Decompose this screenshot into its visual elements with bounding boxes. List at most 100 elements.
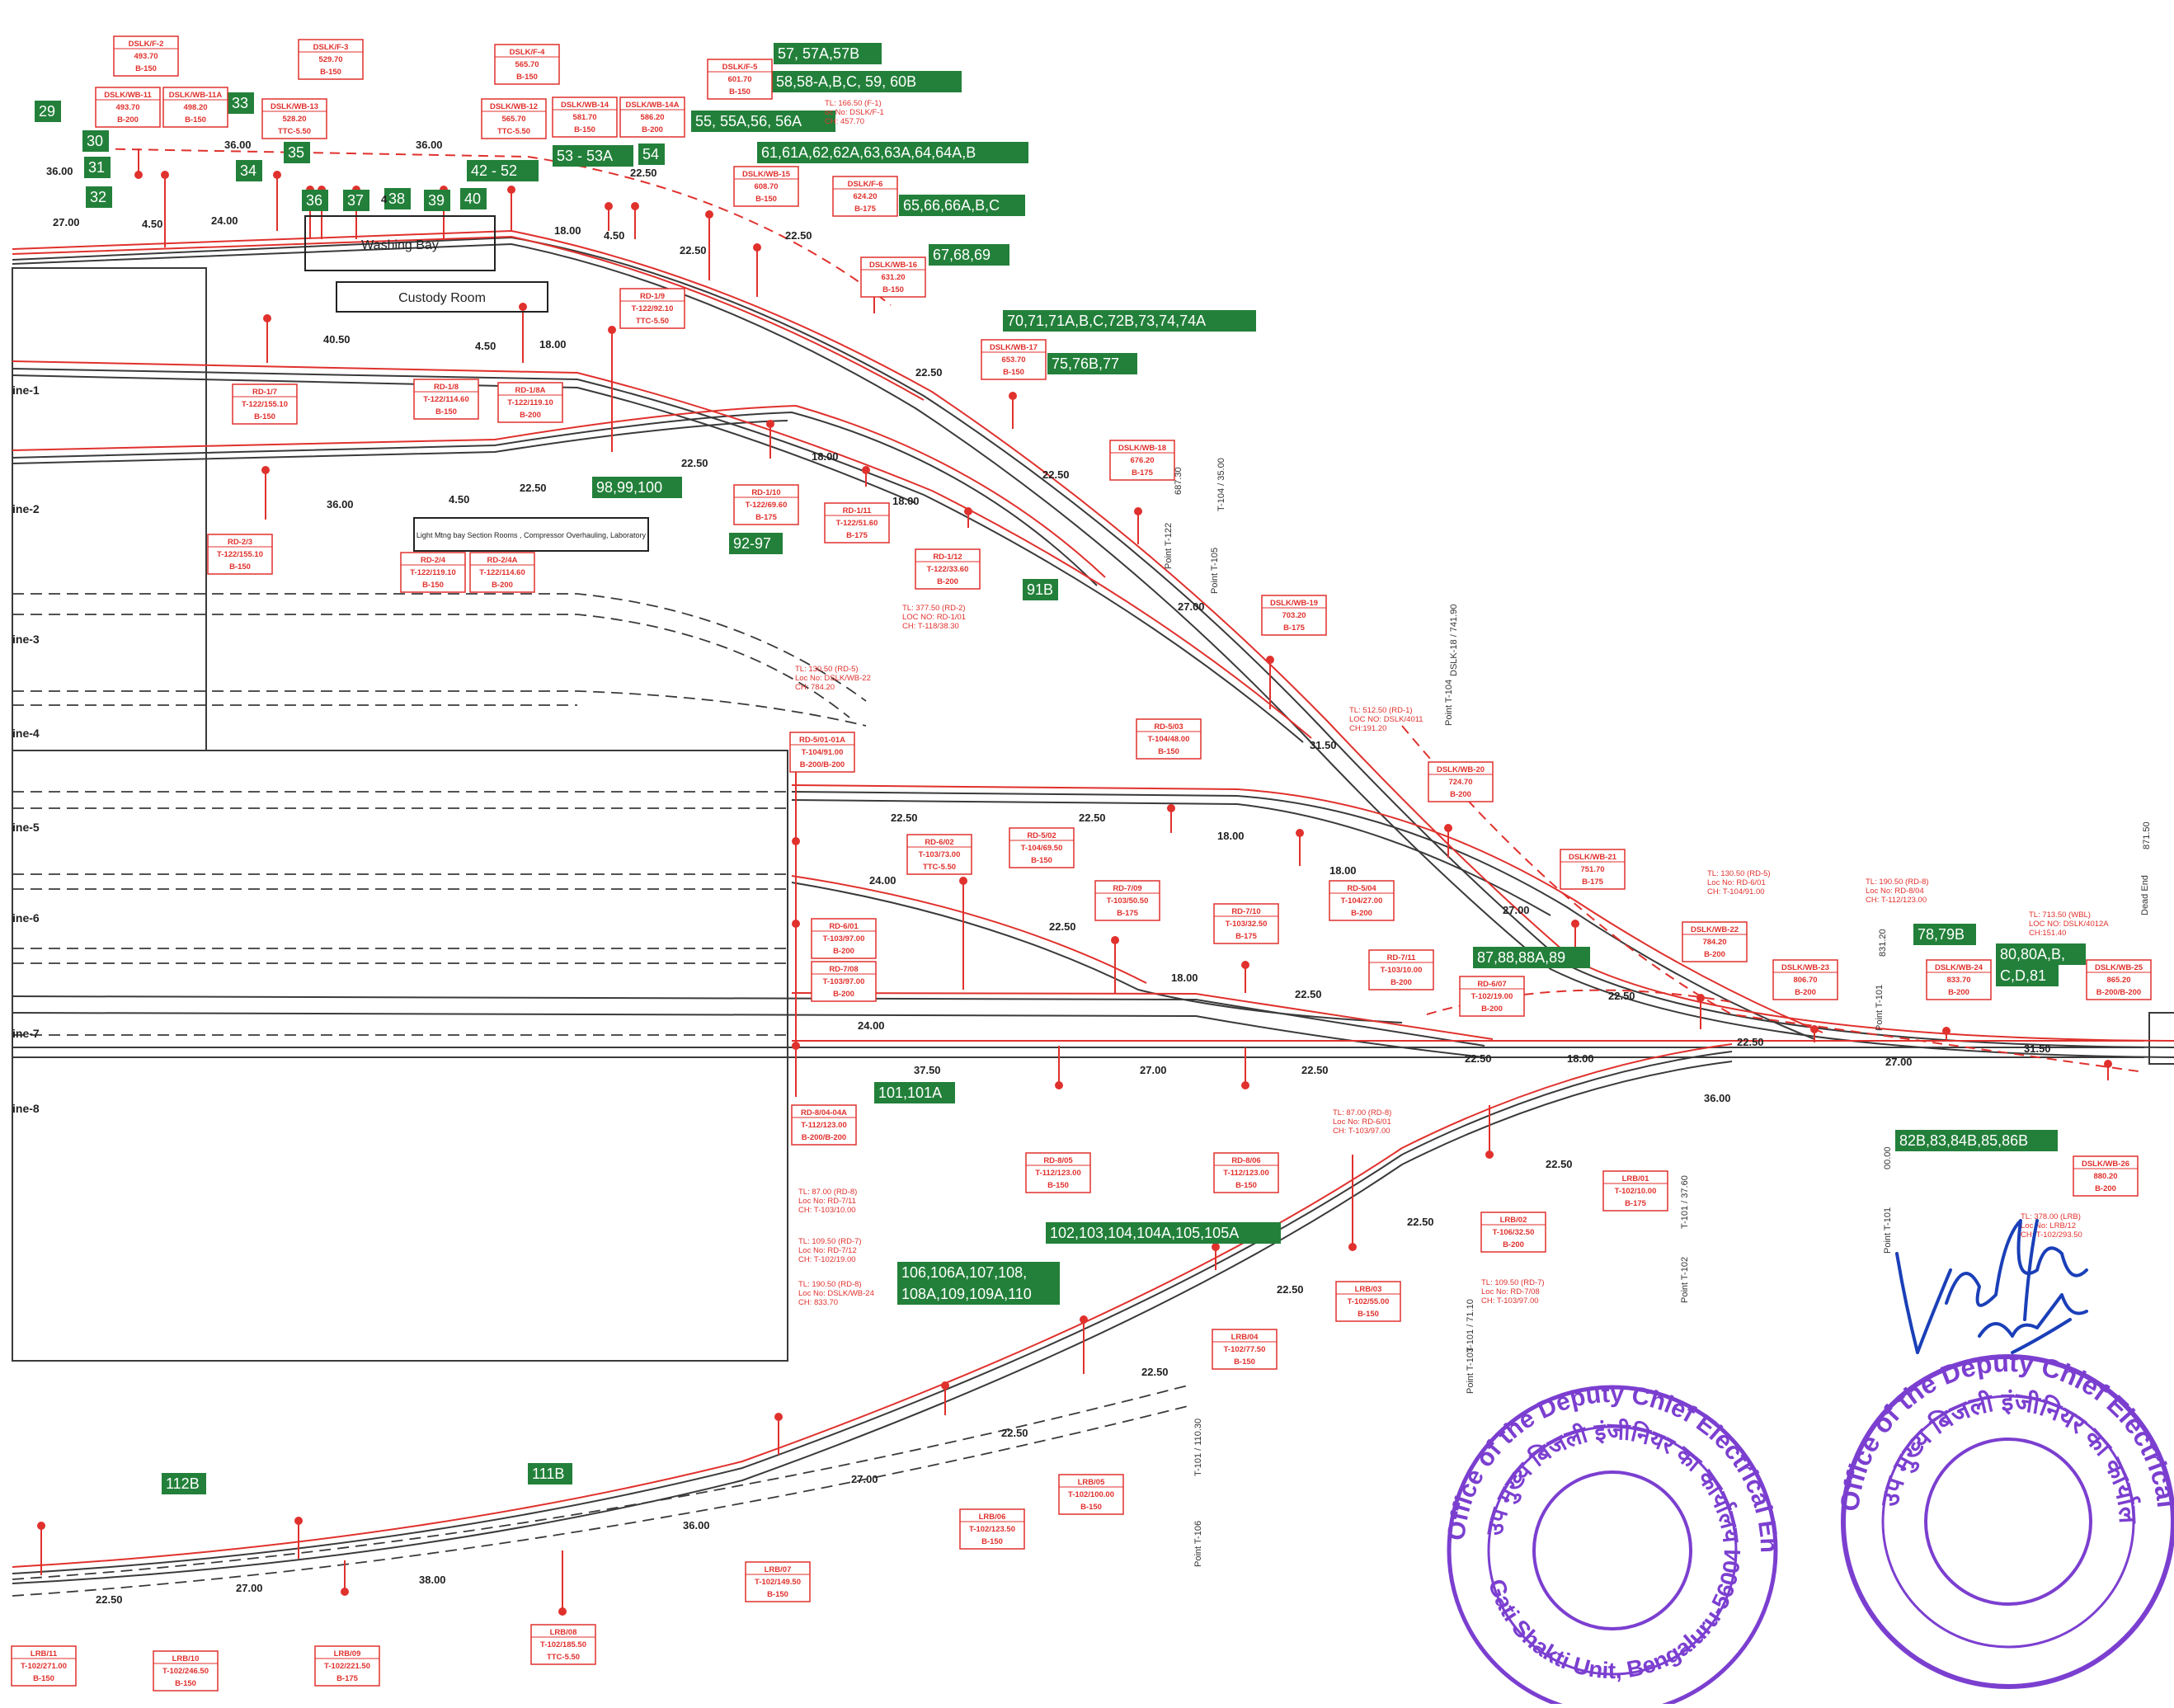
equipment-box-frame (789, 732, 855, 773)
equipment-box-frame (1772, 959, 1838, 1000)
span-length: 4.50 (604, 229, 624, 242)
equipment-box-line: DSLK/WB-26 (2082, 1160, 2129, 1169)
equipment-box-line: DSLK/F-2 (129, 40, 164, 49)
ohe-mast-head (161, 171, 169, 179)
mast-group-label-bg (691, 111, 835, 132)
custody-room-box (336, 281, 548, 313)
equipment-box-frame (1459, 976, 1525, 1017)
ohe-line-7 (791, 992, 1494, 1040)
span-length: 18.00 (1567, 1052, 1594, 1065)
ohe-mast-head (1241, 1081, 1249, 1089)
equipment-box-line: T-104/27.00 (1341, 896, 1383, 906)
ohe-mast (862, 466, 870, 487)
mast-group-label-bg (1895, 1130, 2058, 1151)
equipment-box-line: RD-6/02 (925, 838, 953, 847)
dashed-lower-a (12, 1385, 1188, 1580)
equipment-box-line: RD-1/12 (933, 553, 962, 562)
chainage-mark: DSLK-18 / 741.90 (1449, 605, 1459, 676)
equipment-box-frame (733, 166, 799, 207)
span-length: 31.50 (1310, 739, 1337, 751)
equipment-box-frame (791, 1104, 857, 1146)
mast-group-label-text: 40 (464, 191, 481, 207)
ohe-mast-head (341, 1588, 349, 1596)
equipment-boxes: DSLK/F-2493.70B-150DSLK/F-3529.70B-150DS… (11, 35, 2152, 1692)
equipment-box-line: B-150 (320, 68, 341, 77)
mast-group-label: 112B (162, 1473, 206, 1494)
equipment-box-line: T-122/114.60 (423, 395, 468, 404)
span-length: 4.50 (449, 493, 469, 506)
equipment-box-line: RD-8/06 (1231, 1156, 1260, 1165)
span-length: 22.50 (891, 812, 918, 824)
equipment-box-line: B-175 (1582, 878, 1604, 887)
equipment-box-line: B-175 (1235, 932, 1258, 941)
span-length: 22.50 (785, 229, 812, 242)
stamp-right-outer-ring (1841, 1354, 2174, 1689)
line-label-8: ine-8 (12, 1102, 40, 1115)
signature-stroke-v (1895, 1252, 1952, 1354)
equipment-box-line: DSLK/WB-11 (104, 91, 152, 100)
stamp-right-mid-ring (1881, 1395, 2135, 1649)
ohe-lower (12, 1043, 1733, 1568)
track-lower-curve (12, 1051, 1733, 1574)
equipment-box-frame (2086, 959, 2152, 1000)
equipment-box-line: DSLK/WB-17 (990, 343, 1038, 352)
equipment-box-frame (2073, 1155, 2139, 1197)
ohe-mast-head (1080, 1315, 1088, 1324)
ohe-mast-head (261, 466, 270, 474)
equipment-box: RD-7/11T-103/10.00B-200 (1368, 949, 1434, 990)
ohe-mast (1696, 994, 1705, 1029)
tl-note-line: Loc No: DSLK/WB-24 (798, 1289, 874, 1298)
ohe-mast (294, 1517, 303, 1559)
equipment-box-frame (1335, 1281, 1401, 1322)
equipment-box-line: T-103/97.00 (823, 934, 865, 943)
mast-group-label-text: 65,66,66A,B,C (903, 197, 1000, 214)
equipment-box-frame (811, 961, 877, 1002)
ohe-mast-head (1296, 829, 1304, 837)
tl-note-line: TL: 378.00 (LRB) (2021, 1212, 2081, 1221)
equipment-box-line: LRB/03 (1355, 1285, 1382, 1294)
equipment-box-line: B-200/B-200 (800, 760, 845, 769)
span-length: 22.50 (1141, 1366, 1169, 1378)
equipment-box: RD-6/07T-102/19.00B-200 (1459, 976, 1525, 1017)
span-length: 36.00 (327, 498, 354, 511)
equipment-box-line: LRB/10 (172, 1654, 200, 1663)
equipment-box-frame (959, 1508, 1025, 1550)
mast-group-label: 106,106A,107,108, (897, 1262, 1060, 1283)
equipment-box-line: T-106/32.50 (1493, 1228, 1535, 1237)
equipment-box-line: DSLK/WB-12 (490, 102, 538, 111)
equipment-box-line: RD-7/10 (1231, 907, 1260, 916)
equipment-box: RD-8/05T-112/123.00B-150 (1025, 1152, 1091, 1193)
equipment-box-line: T-122/119.10 (410, 568, 455, 577)
mast-group-label: 33 (228, 92, 254, 114)
equipment-box-frame (1926, 959, 1992, 1000)
mast-group-label: 111B (528, 1463, 572, 1485)
dashed-line-4a (12, 690, 867, 727)
mast-group-label: 78,79B (1913, 924, 1976, 945)
equipment-box-line: B-200 (1704, 950, 1725, 959)
ohe-mast-head (263, 314, 271, 322)
equipment-box-line: DSLK/WB-22 (1691, 925, 1739, 934)
mast-group-label-text: 55, 55A,56, 56A (695, 113, 802, 129)
span-length: 36.00 (683, 1519, 710, 1532)
equipment-box-frame (832, 176, 898, 217)
ohe-mast-head (1212, 1243, 1220, 1251)
tl-note-line: TL: 109.50 (RD-7) (798, 1237, 862, 1246)
ohe-mast (774, 1413, 783, 1455)
equipment-box-line: B-200 (937, 577, 958, 586)
equipment-box-line: RD-1/8A (515, 386, 546, 395)
equipment-box-line: DSLK/WB-19 (1270, 599, 1318, 608)
equipment-box-frame (733, 484, 799, 525)
chainage-mark: T-101 / 110.30 (1193, 1419, 1203, 1476)
mast-group-label: 35 (284, 142, 310, 163)
equipment-box-line: RD-8/04-04A (801, 1108, 847, 1117)
equipment-box-line: B-150 (1158, 747, 1179, 756)
ohe-main-top (12, 229, 2174, 1042)
mast-group-label: C,D,81 (1996, 965, 2059, 986)
ohe-mast (1055, 1046, 1063, 1089)
